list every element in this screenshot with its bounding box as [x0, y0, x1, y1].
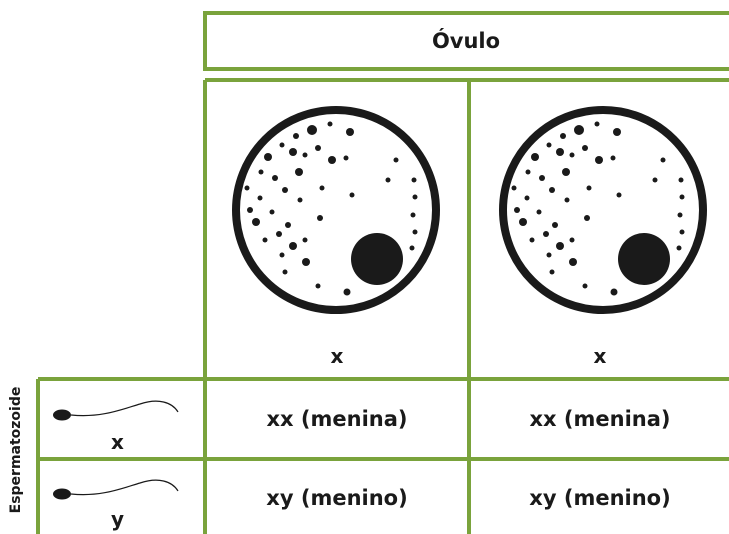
egg-cell-2	[499, 106, 707, 314]
egg-label-1: x	[330, 344, 344, 368]
egg-nucleus-1	[351, 233, 403, 285]
egg-cell-1	[232, 106, 440, 314]
sperm-icon-1	[53, 400, 179, 421]
egg-label-2: x	[593, 344, 607, 368]
ovulo-header-box	[203, 11, 729, 71]
espermatozoide-label: Espermatozoide	[8, 386, 24, 514]
grid-lines	[36, 78, 729, 534]
egg-yolk-dots-2	[511, 121, 685, 296]
result-cell-x-x-2: xx (menina)	[529, 407, 671, 431]
egg-yolk-dots-1	[244, 121, 418, 296]
result-cell-x-x-1: xx (menina)	[266, 407, 408, 431]
egg-membrane-2	[499, 106, 707, 314]
sperm-icon-2	[53, 479, 179, 500]
result-cell-y-x-2: xy (menino)	[529, 485, 671, 510]
ovulo-header-title: Óvulo	[431, 29, 501, 53]
egg-membrane-1	[232, 106, 440, 314]
sperm-label-1: x	[111, 430, 124, 454]
result-cell-y-x-1: xy (menino)	[266, 485, 408, 510]
sperm-label-2: y	[110, 507, 125, 531]
egg-nucleus-2	[618, 233, 670, 285]
